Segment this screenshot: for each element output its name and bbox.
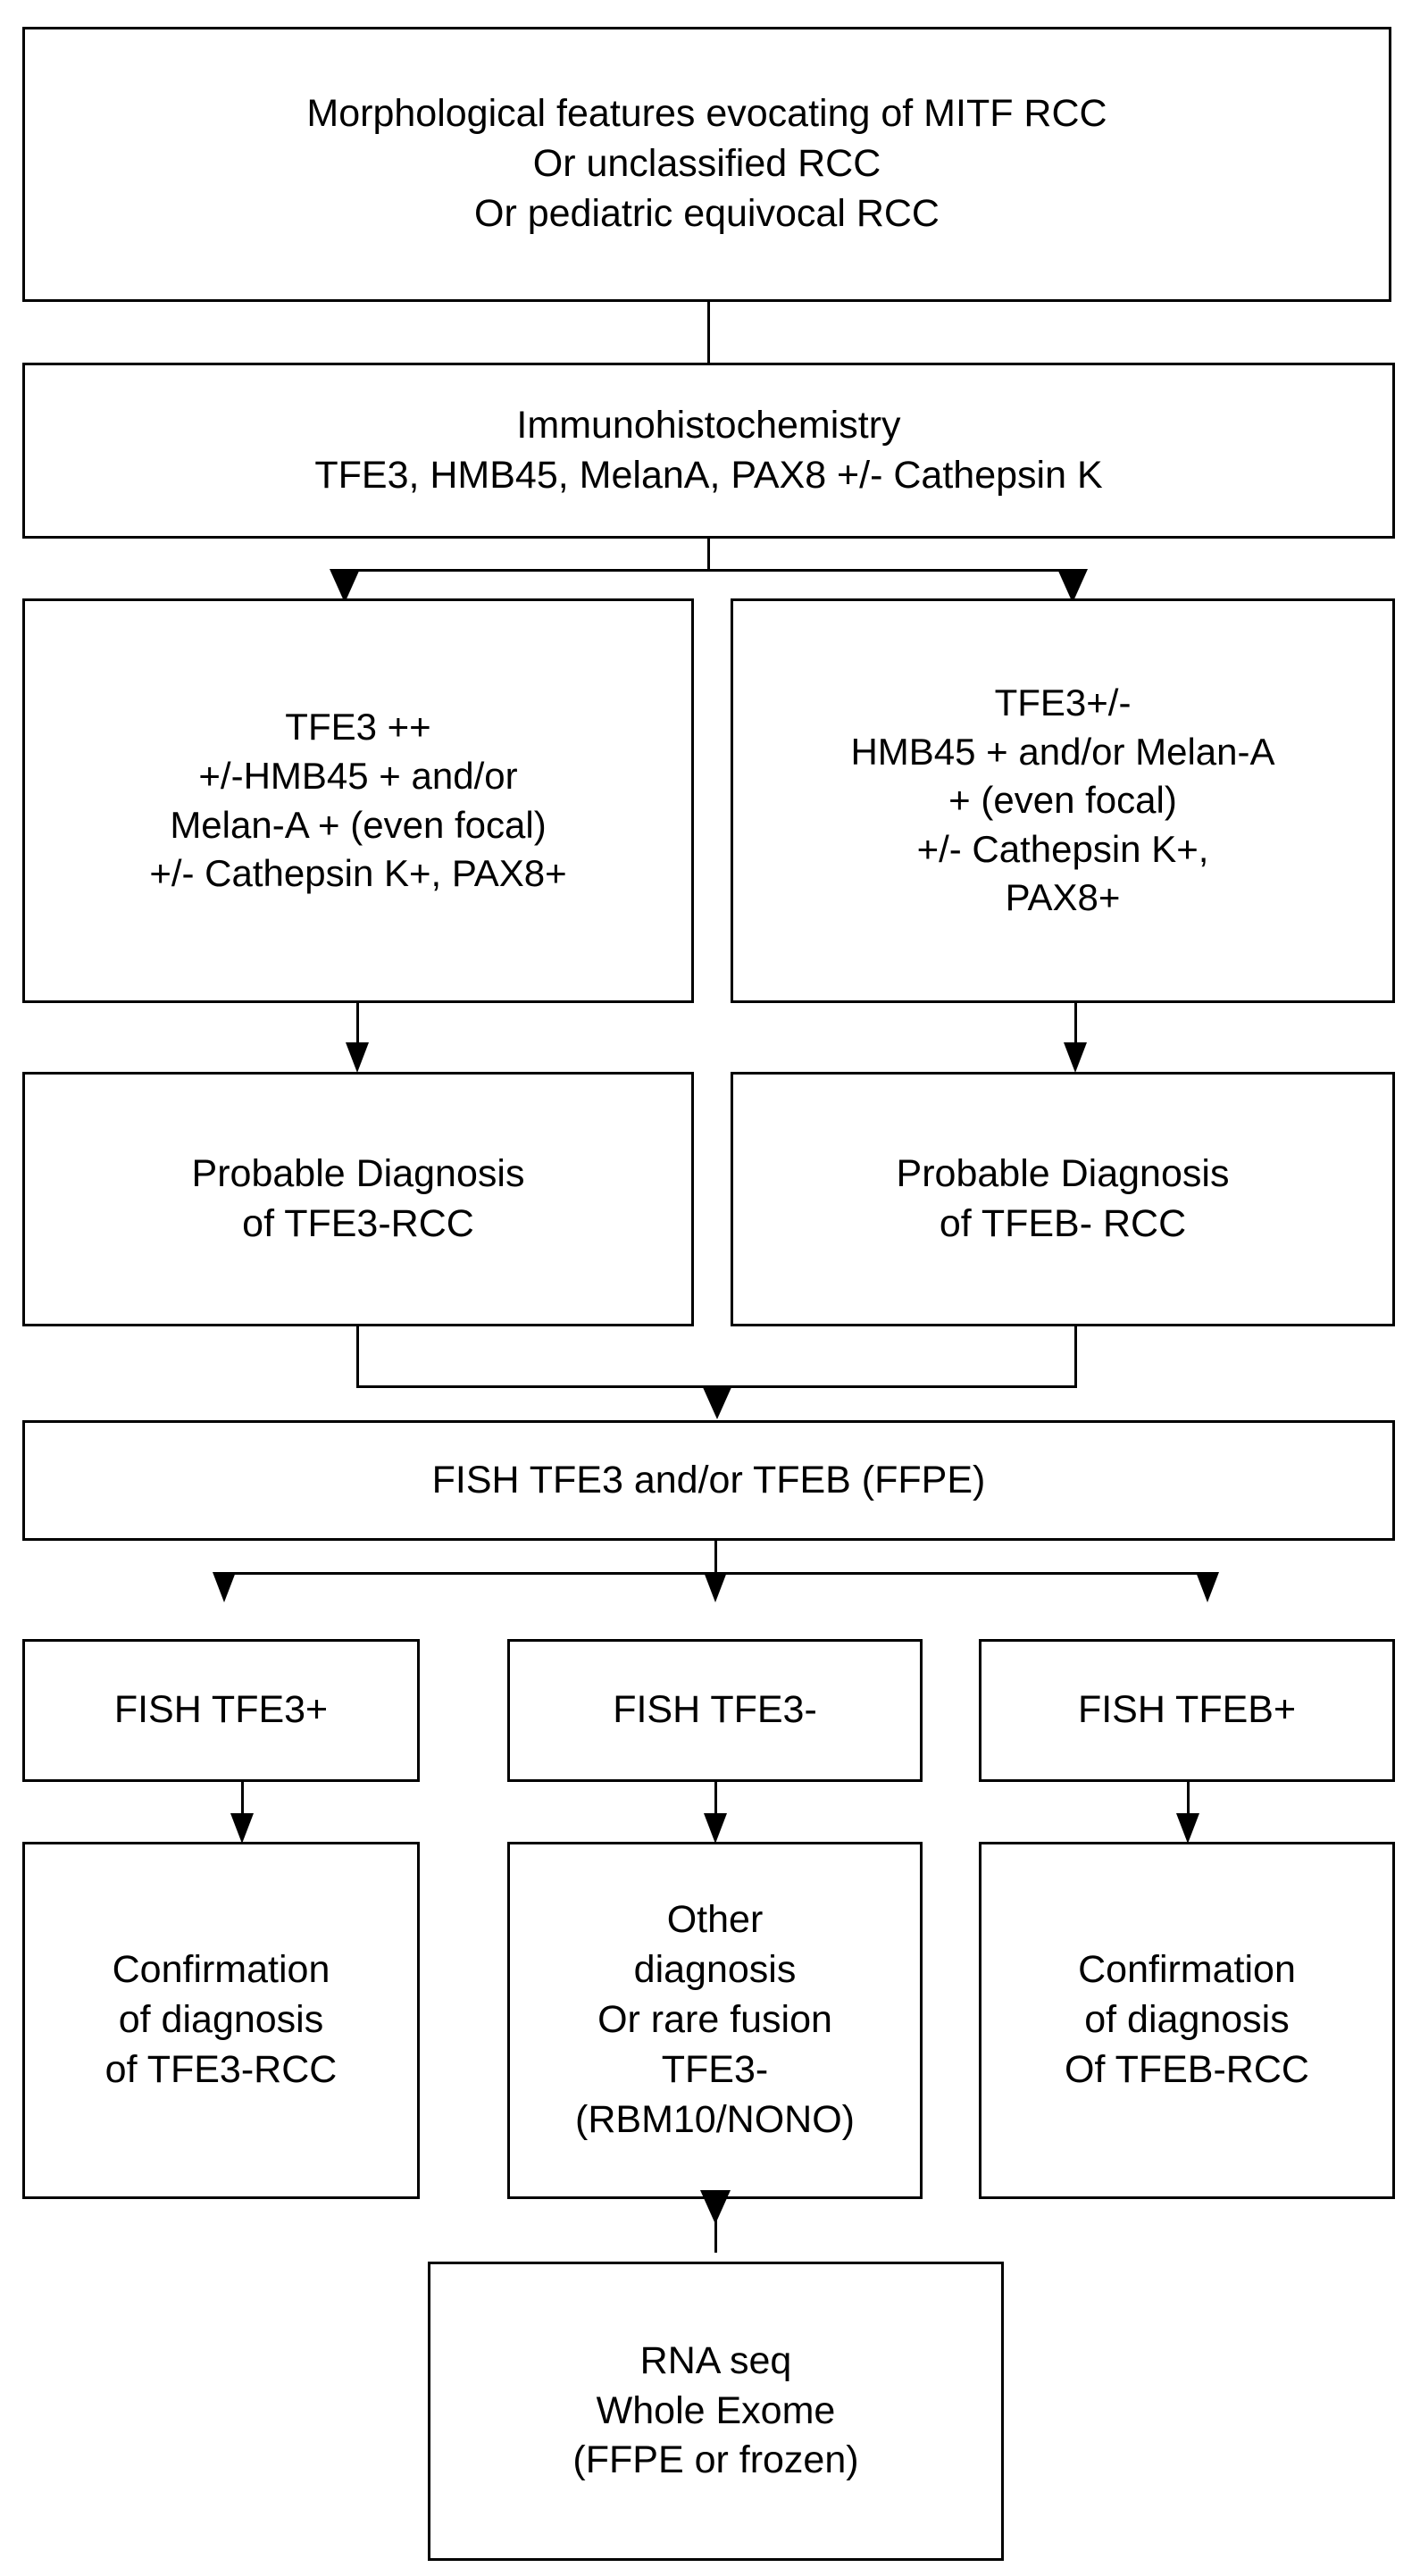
node-morphology-line-2: Or unclassified RCC (532, 142, 881, 186)
connector-probable-tfeb-down (1074, 1326, 1077, 1388)
node-fish-tfe3-neg-line-1: FISH TFE3- (613, 1688, 817, 1732)
node-rna-seq-line-2: Whole Exome (596, 2388, 836, 2432)
node-ihc-line-1: Immunohistochemistry (516, 403, 901, 447)
node-rna-seq[interactable]: RNA seq Whole Exome (FFPE or frozen) (428, 2262, 1004, 2561)
node-confirm-tfe3-line-2: of diagnosis (118, 1998, 324, 2042)
node-tfe3-weak-line-3: + (even focal) (948, 779, 1177, 822)
node-tfe3-weak[interactable]: TFE3+/- HMB45 + and/or Melan-A + (even f… (731, 598, 1395, 1003)
connector-tfe3-strong-to-probable (356, 1003, 359, 1050)
node-morphology-line-3: Or pediatric equivocal RCC (474, 191, 940, 235)
node-other-diagnosis-line-5: (RBM10/NONO) (575, 2097, 855, 2141)
node-other-diagnosis[interactable]: Other diagnosis Or rare fusion TFE3- (RB… (507, 1842, 923, 2199)
arrowhead-tfe3-weak-to-probable (1064, 1042, 1087, 1073)
connector-fish-stem (714, 1541, 717, 1575)
connector-fish-tfe3-neg-down (714, 1782, 717, 1825)
arrowhead-to-confirm-tfeb (1176, 1813, 1199, 1844)
connector-probable-tfe3-down (356, 1326, 359, 1388)
node-other-diagnosis-line-4: TFE3- (661, 2047, 769, 2091)
node-confirm-tfeb-line-2: of diagnosis (1084, 1998, 1290, 2042)
arrowhead-fish-to-tfe3-pos (213, 1572, 236, 1602)
connector-morphology-to-ihc (707, 302, 710, 363)
node-fish-tfeb-pos[interactable]: FISH TFEB+ (979, 1639, 1395, 1782)
arrowhead-ihc-to-tfe3-weak (1057, 569, 1088, 603)
connector-ihc-stem (707, 539, 710, 572)
node-tfe3-strong-line-4: +/- Cathepsin K+, PAX8+ (149, 852, 567, 895)
node-probable-tfeb[interactable]: Probable Diagnosis of TFEB- RCC (731, 1072, 1395, 1326)
node-fish-tfeb-pos-line-1: FISH TFEB+ (1077, 1688, 1297, 1732)
connector-other-to-rnaseq (714, 2199, 717, 2253)
arrowhead-fish-to-tfeb-pos (1196, 1572, 1219, 1602)
node-other-diagnosis-line-1: Other (666, 1898, 764, 1942)
node-tfe3-weak-line-2: HMB45 + and/or Melan-A (850, 730, 1275, 773)
node-fish-tfe3-pos-line-1: FISH TFE3+ (113, 1688, 329, 1732)
node-other-diagnosis-line-2: diagnosis (633, 1948, 797, 1992)
node-confirm-tfe3-line-1: Confirmation (112, 1948, 330, 1992)
arrowhead-merge-to-fish (702, 1385, 732, 1419)
node-tfe3-strong-line-1: TFE3 ++ (285, 706, 431, 749)
node-tfe3-weak-line-4: +/- Cathepsin K+, (916, 827, 1209, 870)
node-ihc-line-2: TFE3, HMB45, MelanA, PAX8 +/- Cathepsin … (314, 453, 1103, 497)
node-fish-tfe3-neg[interactable]: FISH TFE3- (507, 1639, 923, 1782)
node-probable-tfeb-line-1: Probable Diagnosis (896, 1151, 1230, 1195)
arrowhead-other-to-rnaseq (700, 2190, 731, 2224)
arrowhead-fish-to-tfe3-neg (704, 1572, 727, 1602)
node-probable-tfe3-line-2: of TFE3-RCC (242, 1201, 474, 1245)
arrowhead-to-other-diagnosis (704, 1813, 727, 1844)
node-tfe3-weak-line-5: PAX8+ (1005, 876, 1121, 919)
connector-fish-tfeb-pos-down (1187, 1782, 1190, 1825)
node-fish[interactable]: FISH TFE3 and/or TFEB (FFPE) (22, 1420, 1395, 1541)
node-probable-tfe3[interactable]: Probable Diagnosis of TFE3-RCC (22, 1072, 694, 1326)
node-confirm-tfeb[interactable]: Confirmation of diagnosis Of TFEB-RCC (979, 1842, 1395, 2199)
node-confirm-tfeb-line-3: Of TFEB-RCC (1065, 2047, 1309, 2091)
node-probable-tfe3-line-1: Probable Diagnosis (191, 1151, 525, 1195)
node-other-diagnosis-line-3: Or rare fusion (597, 1998, 832, 2042)
connector-tfe3-weak-to-probable (1074, 1003, 1077, 1050)
node-probable-tfeb-line-2: of TFEB- RCC (939, 1201, 1187, 1245)
connector-ihc-split-bar (344, 569, 1073, 572)
arrowhead-tfe3-strong-to-probable (346, 1042, 369, 1073)
node-tfe3-strong-line-2: +/-HMB45 + and/or (198, 754, 518, 797)
node-rna-seq-line-1: RNA seq (639, 2338, 792, 2382)
connector-fish-tfe3-pos-down (241, 1782, 244, 1825)
node-fish-line-1: FISH TFE3 and/or TFEB (FFPE) (431, 1458, 986, 1501)
node-morphology[interactable]: Morphological features evocating of MITF… (22, 27, 1391, 302)
node-morphology-line-1: Morphological features evocating of MITF… (306, 92, 1107, 136)
node-fish-tfe3-pos[interactable]: FISH TFE3+ (22, 1639, 420, 1782)
node-tfe3-weak-line-1: TFE3+/- (994, 682, 1132, 724)
arrowhead-to-confirm-tfe3 (230, 1813, 254, 1844)
arrowhead-ihc-to-tfe3-strong (330, 569, 360, 603)
node-rna-seq-line-3: (FFPE or frozen) (572, 2438, 859, 2482)
node-ihc[interactable]: Immunohistochemistry TFE3, HMB45, MelanA… (22, 363, 1395, 539)
node-confirm-tfe3[interactable]: Confirmation of diagnosis of TFE3-RCC (22, 1842, 420, 2199)
node-confirm-tfe3-line-3: of TFE3-RCC (104, 2047, 338, 2091)
node-tfe3-strong-line-3: Melan-A + (even focal) (170, 803, 547, 846)
node-tfe3-strong[interactable]: TFE3 ++ +/-HMB45 + and/or Melan-A + (eve… (22, 598, 694, 1003)
node-confirm-tfeb-line-1: Confirmation (1078, 1948, 1296, 1992)
